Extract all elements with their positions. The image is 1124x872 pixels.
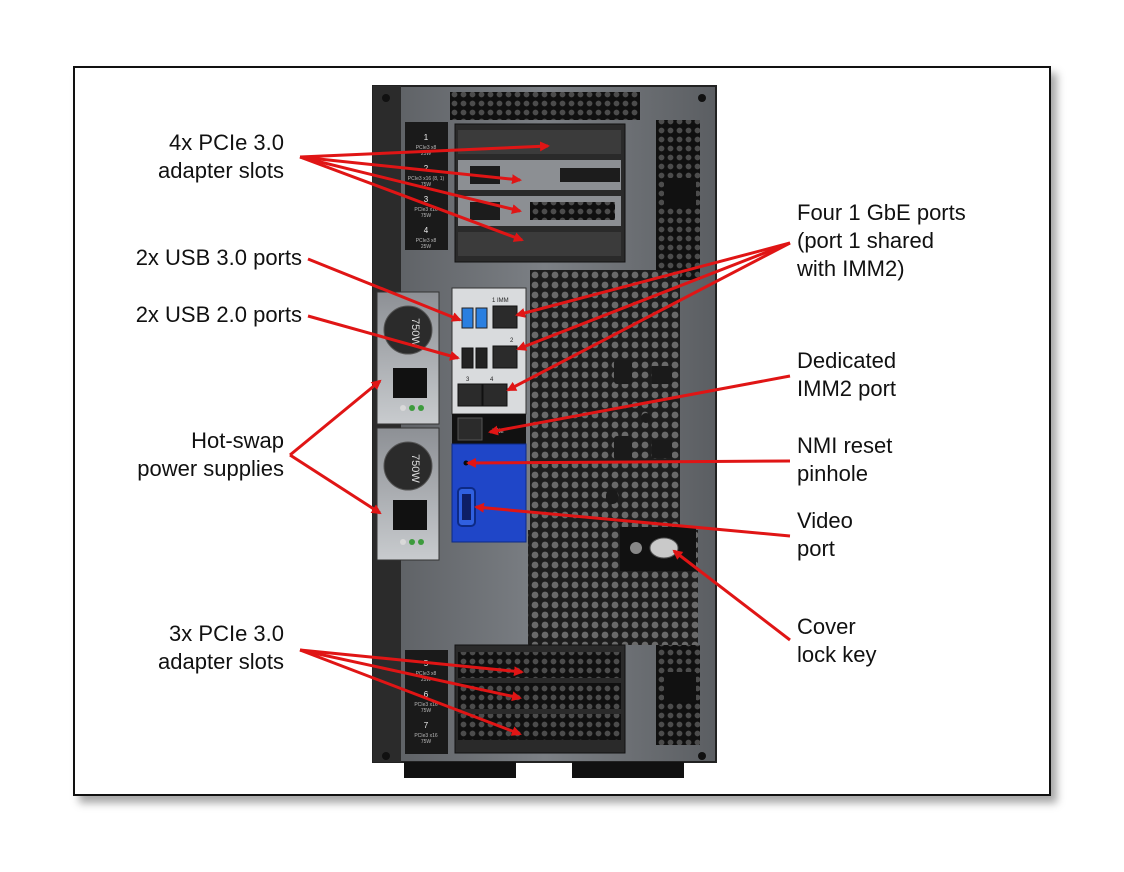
imm2-port[interactable] <box>457 417 483 441</box>
arrow-nmi <box>466 457 791 468</box>
arrow-imm2 <box>488 374 791 436</box>
top-slot-4-text-1: PCIe3 x8 <box>416 238 437 244</box>
label-gbe-line3: with IMM2) <box>797 256 905 281</box>
arrow-pcie-bottom-3 <box>299 648 522 736</box>
label-video: Video port <box>797 507 853 563</box>
psu-2-inlet <box>393 500 427 530</box>
bottom-slot-5-text-1: PCIe3 x8 <box>416 671 437 677</box>
arrow-pcie-top-4 <box>299 155 524 242</box>
psu-1-rating: 750W <box>409 318 421 347</box>
label-gbe-line1: Four 1 GbE ports <box>797 200 966 225</box>
cover-lock-key[interactable] <box>649 537 679 559</box>
label-usb3: 2x USB 3.0 ports <box>136 244 302 272</box>
arrow-usb3 <box>307 257 462 322</box>
gbe-port-2[interactable] <box>492 345 518 369</box>
arrow-usb2 <box>307 314 460 361</box>
label-pcie-top: 4x PCIe 3.0 adapter slots <box>158 129 284 185</box>
usb2-port-2[interactable] <box>475 347 488 369</box>
arrow-gbe-1 <box>515 241 791 318</box>
label-imm2: Dedicated IMM2 port <box>797 347 896 403</box>
callout-arrows <box>289 141 791 736</box>
arrow-pcie-bottom-2 <box>299 648 522 702</box>
label-lock-line1: Cover <box>797 614 856 639</box>
port-mark-3: 3 <box>466 377 470 383</box>
arrow-pcie-top-1 <box>299 141 550 159</box>
top-slot-1-text-1: PCIe3 x8 <box>416 145 437 151</box>
label-gbe-line2: (port 1 shared <box>797 228 934 253</box>
label-lock: Cover lock key <box>797 613 876 669</box>
arrow-lock <box>672 549 791 642</box>
label-gbe: Four 1 GbE ports (port 1 shared with IMM… <box>797 199 966 283</box>
label-usb2: 2x USB 2.0 ports <box>136 301 302 329</box>
foot-right <box>572 762 684 778</box>
label-usb3-line1: 2x USB 3.0 ports <box>135 245 302 270</box>
label-lock-line2: lock key <box>797 642 877 667</box>
bottom-slot-7-text-2: 75W <box>421 739 432 745</box>
gbe-port-3[interactable] <box>457 383 483 407</box>
port-mark-2: 2 <box>510 338 514 344</box>
psu-1-inlet <box>393 368 427 398</box>
bottom-slot-6-text-1: PCIe3 x16 <box>414 702 438 708</box>
bottom-slot-6-text-0: 6 <box>424 690 429 699</box>
top-slot-2-text-1: PCIe3 x16 (8, 1) <box>408 176 445 182</box>
usb3-port-1[interactable] <box>461 307 474 329</box>
label-pcie-bottom: 3x PCIe 3.0 adapter slots <box>158 620 284 676</box>
port-mark-4: 4 <box>490 377 494 383</box>
label-imm2-line1: Dedicated <box>797 348 897 373</box>
label-video-line1: Video <box>797 508 853 533</box>
gbe-port-4[interactable] <box>482 383 508 407</box>
top-slot-4-text-0: 4 <box>424 226 429 235</box>
usb2-port-1[interactable] <box>461 347 474 369</box>
label-pcie-top-line2: adapter slots <box>158 158 284 183</box>
arrow-gbe-3 <box>506 241 791 392</box>
label-nmi-line1: NMI reset <box>797 433 893 458</box>
psu-2-rating: 750W <box>409 454 421 483</box>
label-usb2-line1: 2x USB 2.0 ports <box>135 302 302 327</box>
label-video-line2: port <box>797 536 835 561</box>
top-slot-4-text-2: 25W <box>421 244 432 250</box>
top-slot-2-text-0: 2 <box>424 164 429 173</box>
label-imm2-line2: IMM2 port <box>797 376 897 401</box>
arrow-gbe-2 <box>516 241 791 351</box>
top-slot-1-text-2: 25W <box>421 151 432 157</box>
port-mark-1: 1 IMM <box>492 298 509 304</box>
label-psu-line2: power supplies <box>137 456 284 481</box>
bottom-slot-5-text-2: 25W <box>421 677 432 683</box>
label-pcie-bottom-line2: adapter slots <box>158 649 284 674</box>
top-slot-1-text-0: 1 <box>424 133 429 142</box>
arrow-pcie-bottom-1 <box>299 648 524 677</box>
bottom-slot-labels <box>405 650 448 754</box>
top-slot-2-text-2: 75W <box>421 182 432 188</box>
bottom-slot-6-text-2: 75W <box>421 708 432 714</box>
bottom-slot-7-text-0: 7 <box>424 721 429 730</box>
top-vent <box>450 92 640 120</box>
arrow-psu-1 <box>289 379 382 457</box>
arrow-psu-2 <box>289 453 382 515</box>
gbe-port-1[interactable] <box>492 305 518 329</box>
label-psu: Hot-swap power supplies <box>137 427 284 483</box>
top-slot-3-text-2: 75W <box>421 213 432 219</box>
label-pcie-top-line1: 4x PCIe 3.0 <box>169 130 284 155</box>
label-psu-line1: Hot-swap <box>191 428 284 453</box>
label-nmi-line2: pinhole <box>797 461 868 486</box>
top-slot-3-text-1: PCIe3 x16 <box>414 207 438 213</box>
foot-left <box>404 762 516 778</box>
bottom-slot-7-text-1: PCIe3 x16 <box>414 733 438 739</box>
arrow-pcie-top-3 <box>299 155 522 214</box>
label-pcie-bottom-line1: 3x PCIe 3.0 <box>169 621 284 646</box>
arrow-video <box>474 502 791 538</box>
label-nmi: NMI reset pinhole <box>797 432 892 488</box>
arrow-pcie-top-2 <box>299 155 522 185</box>
usb3-port-2[interactable] <box>475 307 488 329</box>
nmi-pinhole[interactable] <box>463 460 469 466</box>
top-slot-3-text-0: 3 <box>424 195 429 204</box>
